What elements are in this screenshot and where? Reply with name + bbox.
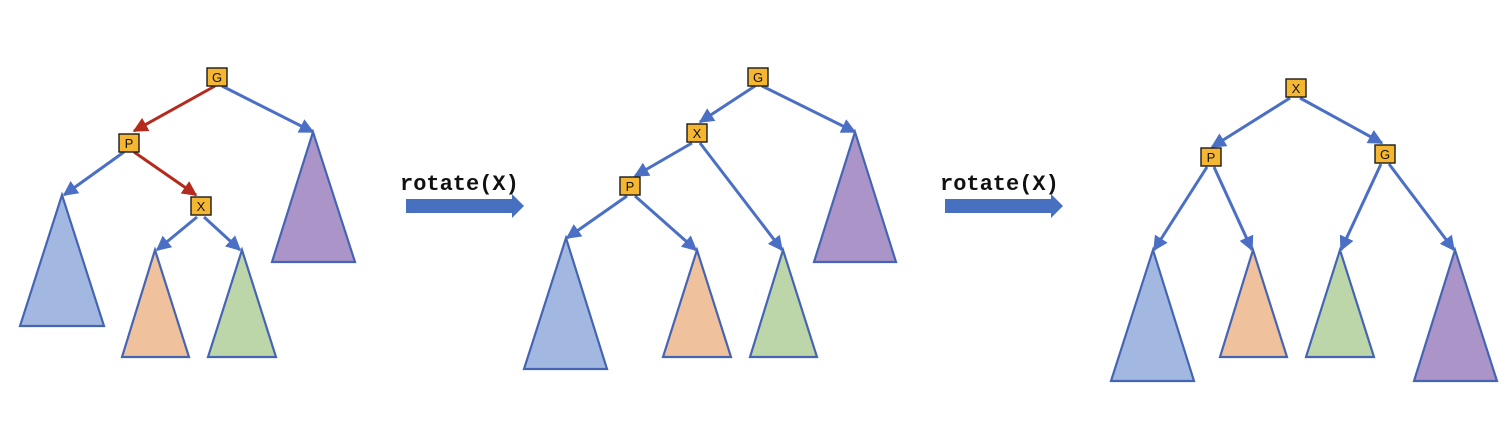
node-p-label: P — [1207, 150, 1216, 165]
node-x-label: X — [1292, 81, 1301, 96]
node-x-label: X — [693, 126, 702, 141]
edge-g-purple — [761, 84, 857, 134]
subtree-blue — [18, 191, 106, 328]
stage-1-tree: G P X — [18, 67, 357, 359]
arrow-right-icon — [406, 194, 524, 218]
operation-2: rotate(X) — [940, 172, 1063, 218]
edge-x-green — [698, 142, 784, 252]
edge-x-g — [1299, 96, 1384, 145]
subtree-purple — [270, 128, 357, 264]
node-p: P — [619, 176, 641, 196]
rotate-label-1: rotate(X) — [400, 172, 519, 197]
subtree-green — [748, 246, 819, 359]
subtree-green — [1304, 246, 1376, 359]
edge-p-blue — [1152, 166, 1209, 252]
subtree-purple — [1412, 246, 1499, 383]
edge-x-green — [202, 215, 242, 252]
subtree-orange — [1218, 246, 1289, 359]
edge-p-blue — [62, 150, 125, 197]
edge-x-orange — [155, 215, 198, 252]
node-x: X — [686, 123, 708, 143]
edge-g-x — [698, 84, 756, 124]
edge-p-blue — [565, 194, 628, 240]
edge-g-p — [132, 84, 216, 133]
operation-1: rotate(X) — [400, 172, 524, 218]
edge-g-purple — [1387, 163, 1456, 252]
subtree-purple — [812, 128, 898, 264]
node-p-label: P — [626, 179, 635, 194]
subtree-blue — [522, 234, 609, 371]
stage-2-tree: G X P — [522, 67, 898, 371]
node-p-label: P — [125, 136, 134, 151]
subtree-blue — [1109, 246, 1196, 383]
node-g: G — [747, 67, 769, 87]
node-p: P — [118, 133, 140, 153]
node-g: G — [206, 67, 228, 87]
stage-3-tree: X P G — [1109, 78, 1499, 383]
node-x-label: X — [197, 199, 206, 214]
edge-p-orange — [1212, 166, 1254, 252]
node-g-label: G — [753, 70, 763, 85]
arrow-right-icon — [945, 194, 1063, 218]
node-g-label: G — [1380, 147, 1390, 162]
edge-g-purple — [221, 84, 315, 134]
node-g: G — [1374, 144, 1396, 164]
rotate-label-2: rotate(X) — [940, 172, 1059, 197]
node-x: X — [190, 196, 212, 216]
node-g-label: G — [212, 70, 222, 85]
subtree-green — [206, 246, 278, 359]
node-p: P — [1200, 147, 1222, 167]
subtree-orange — [661, 246, 733, 359]
subtree-orange — [120, 246, 191, 359]
edge-p-orange — [634, 194, 698, 252]
node-x: X — [1285, 78, 1307, 98]
edge-x-p — [633, 141, 693, 178]
edge-p-x — [133, 150, 198, 197]
edge-x-p — [1210, 96, 1291, 149]
edge-g-green — [1339, 163, 1383, 252]
